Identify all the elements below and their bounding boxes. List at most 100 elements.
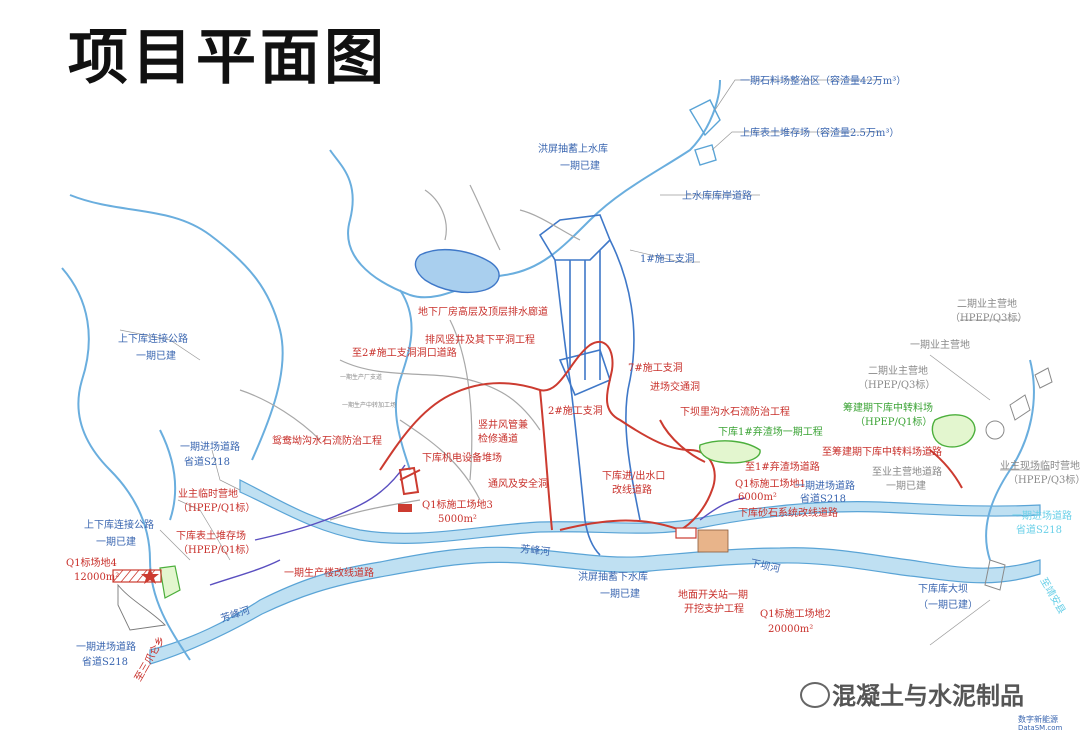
label-site3-area: 5000m² xyxy=(438,514,477,525)
label-switch-station2: 开挖支护工程 xyxy=(684,602,744,615)
label-to-jing-an: 至靖安县 xyxy=(1037,575,1068,616)
page-title: 项目平面图 xyxy=(68,23,388,93)
label-lower-dam-status: （一期已建） xyxy=(918,598,978,611)
label-lower-inlet-road: 下库进/出水口 xyxy=(602,469,665,482)
label-upper-shore-road: 上水库库岸道路 xyxy=(682,189,752,202)
upper-facilities xyxy=(538,214,611,380)
label-river-name: 芳峰河 xyxy=(520,542,551,558)
label-phase2-owner-camp: 二期业主营地 xyxy=(957,297,1017,310)
purple-roads xyxy=(209,464,746,586)
label-entry-road-gray2: 省道S218 xyxy=(800,492,846,505)
label-lower-inlet-road2: 改线道路 xyxy=(612,483,652,496)
label-entry-road-gray: 一期进场道路 xyxy=(795,479,855,492)
label-owner-site-temp-std: （HPEP/Q3标） xyxy=(1008,474,1080,486)
label-phase2-owner-camp-b: 二期业主营地 xyxy=(868,364,928,377)
wechat-icon xyxy=(800,682,830,708)
yuanyang-debris-shape xyxy=(398,466,420,496)
label-switch-station: 地面开关站一期 xyxy=(678,588,748,601)
label-underground-drain: 地下厂房高层及顶层排水廊道 xyxy=(418,305,548,318)
upper-stream xyxy=(329,79,721,299)
label-entry-road-right2: 省道S218 xyxy=(1016,523,1062,536)
label-upper-lower-road: 上下库连接公路 xyxy=(118,332,188,345)
watermark-sub: 数字新能源 xyxy=(1018,715,1058,724)
label-phase2-owner-camp-std: （HPEP/Q3标） xyxy=(950,312,1027,324)
transfer-yard xyxy=(931,414,976,448)
label-lower-reservoir: 洪屏抽蓄下水库 xyxy=(578,570,648,583)
river-main xyxy=(149,546,1041,665)
label-lower-spoil-road: 至1#弃渣场道路 xyxy=(745,460,820,473)
label-site1-area: 6000m² xyxy=(738,492,777,503)
label-upper-reservoir-status: 一期已建 xyxy=(560,159,600,172)
label-vert-tunnel: 竖井风管兼 xyxy=(478,418,528,431)
label-owner-camp-road-status: 一期已建 xyxy=(886,479,926,492)
label-site2: Q1标施工场地2 xyxy=(760,607,831,620)
label-equipment-yard: 下库机电设备堆场 xyxy=(422,451,502,464)
label-lower-topsoil-std: （HPEP/Q1标） xyxy=(178,544,255,556)
label-production-road: 一期生产楼改线道路 xyxy=(284,566,374,579)
label-adit1: 1#施工支洞 xyxy=(640,252,695,265)
label-entry-road-bottom: 一期进场道路 xyxy=(76,640,136,653)
label-transfer-road: 至筹建期下库中转料场道路 xyxy=(822,445,942,458)
label-owner-site-temp: 业主现场临时营地 xyxy=(1000,459,1080,472)
tributary-left xyxy=(61,267,191,661)
red-roads xyxy=(379,340,716,531)
waterway-tunnels xyxy=(554,239,641,556)
star-icon xyxy=(141,568,159,584)
label-site4-area: 12000m² xyxy=(74,572,119,583)
label-adit2-road: 至2#施工支洞洞口道路 xyxy=(352,346,457,359)
label-topsoil-upper: 上库表土堆存场（容渣量2.5万m³） xyxy=(740,126,899,139)
label-entry-road-right: 一期进场道路 xyxy=(1012,509,1072,522)
river-branch xyxy=(239,479,1041,544)
label-upper-lower-status: 一期已建 xyxy=(136,349,176,362)
label-adit7: 7#施工支洞 xyxy=(628,361,683,374)
label-upper-lower-road2: 上下库连接公路 xyxy=(84,518,154,531)
gray-roads xyxy=(239,319,541,521)
upper-roads-gray xyxy=(424,184,581,251)
label-entry-road-left2: 省道S218 xyxy=(184,455,230,468)
label-lower-reservoir-status: 一期已建 xyxy=(600,587,640,600)
label-lower1-spoil: 下库1#弃渣场一期工程 xyxy=(718,425,823,438)
leader-lines xyxy=(119,79,1050,646)
label-transfer-yard-std: （HPEP/Q1标） xyxy=(855,416,932,428)
label-owner-camp-road: 至业主营地道路 xyxy=(872,465,942,478)
label-small-gray1: 一期生产厂支道 xyxy=(340,373,382,381)
upper-stream-2 xyxy=(394,289,413,471)
site3-marker xyxy=(398,504,412,512)
label-small-gray2: 一期生产中转加工场 xyxy=(342,401,396,409)
label-owner-camp-std: （HPEP/Q1标） xyxy=(178,502,255,514)
label-site1: Q1标施工场地1 xyxy=(735,477,806,490)
label-vent-shaft: 排风竖井及其下平洞工程 xyxy=(425,333,535,346)
watermark-brand: 混凝土与水泥制品 xyxy=(832,682,1024,710)
label-yuanyang-debris: 鸳鸯坳沟水石流防治工程 xyxy=(272,434,382,447)
label-owner-camp: 业主临时营地 xyxy=(178,487,238,500)
quarry-area xyxy=(689,99,721,166)
site4-area xyxy=(112,569,166,631)
label-vent-safety: 通风及安全洞 xyxy=(488,477,548,490)
upper-reservoir-shape xyxy=(414,249,500,294)
label-entry-road-left: 一期进场道路 xyxy=(180,440,240,453)
watermark-sub2: DataSM.com xyxy=(1018,724,1063,732)
label-xiashi-debris: 下坝里沟水石流防治工程 xyxy=(680,405,790,418)
label-phase2-owner-camp-b-std: （HPEP/Q3标） xyxy=(858,379,935,391)
switch-station-area xyxy=(675,527,697,539)
label-quarry: 一期石料场整治区（容渣量42万m³） xyxy=(740,74,906,87)
label-upper-lower-status2: 一期已建 xyxy=(96,535,136,548)
tributary-left-3 xyxy=(159,429,177,521)
label-sand-road: 下库砂石系统改线道路 xyxy=(738,506,838,519)
label-entry-road-bottom2: 省道S218 xyxy=(82,655,128,668)
label-lower-dam: 下库库大坝 xyxy=(918,582,968,595)
label-site2-area: 20000m² xyxy=(768,624,813,635)
right-camps xyxy=(984,367,1053,591)
label-vert-tunnel2: 检修通道 xyxy=(478,432,518,445)
label-phase1-owner-camp: 一期业主营地 xyxy=(910,338,970,351)
label-site4: Q1标场地4 xyxy=(66,556,117,569)
label-site3: Q1标施工场地3 xyxy=(422,498,493,511)
left-green-yard xyxy=(159,565,181,599)
label-lower-topsoil: 下库表土堆存场 xyxy=(176,529,246,542)
watermark: 混凝土与水泥制品 数字新能源 DataSM.com xyxy=(800,676,1070,736)
label-upper-reservoir: 洪屏抽蓄上水库 xyxy=(538,142,608,155)
tributary-left-2 xyxy=(69,194,284,461)
label-adit2: 2#施工支洞 xyxy=(548,404,603,417)
